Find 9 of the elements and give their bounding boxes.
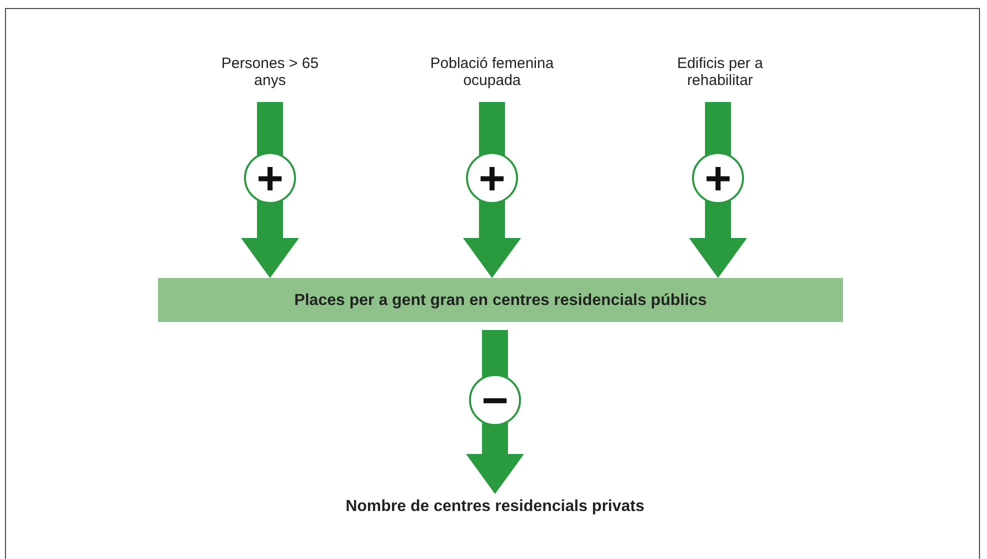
node-text: Nombre de centres residencials privats: [295, 494, 695, 518]
node-text: Població femenina ocupada: [407, 50, 577, 94]
edge-label: +: [244, 152, 296, 204]
node-text: Edificis per a rehabilitar: [660, 50, 780, 94]
process-bar: Places per a gent gran en centres residencials públics: [158, 278, 843, 322]
edge-label: +: [692, 152, 744, 204]
node-text: Persones > 65 anys: [220, 50, 320, 94]
edge-label: −: [469, 374, 521, 426]
edge-label: +: [466, 152, 518, 204]
